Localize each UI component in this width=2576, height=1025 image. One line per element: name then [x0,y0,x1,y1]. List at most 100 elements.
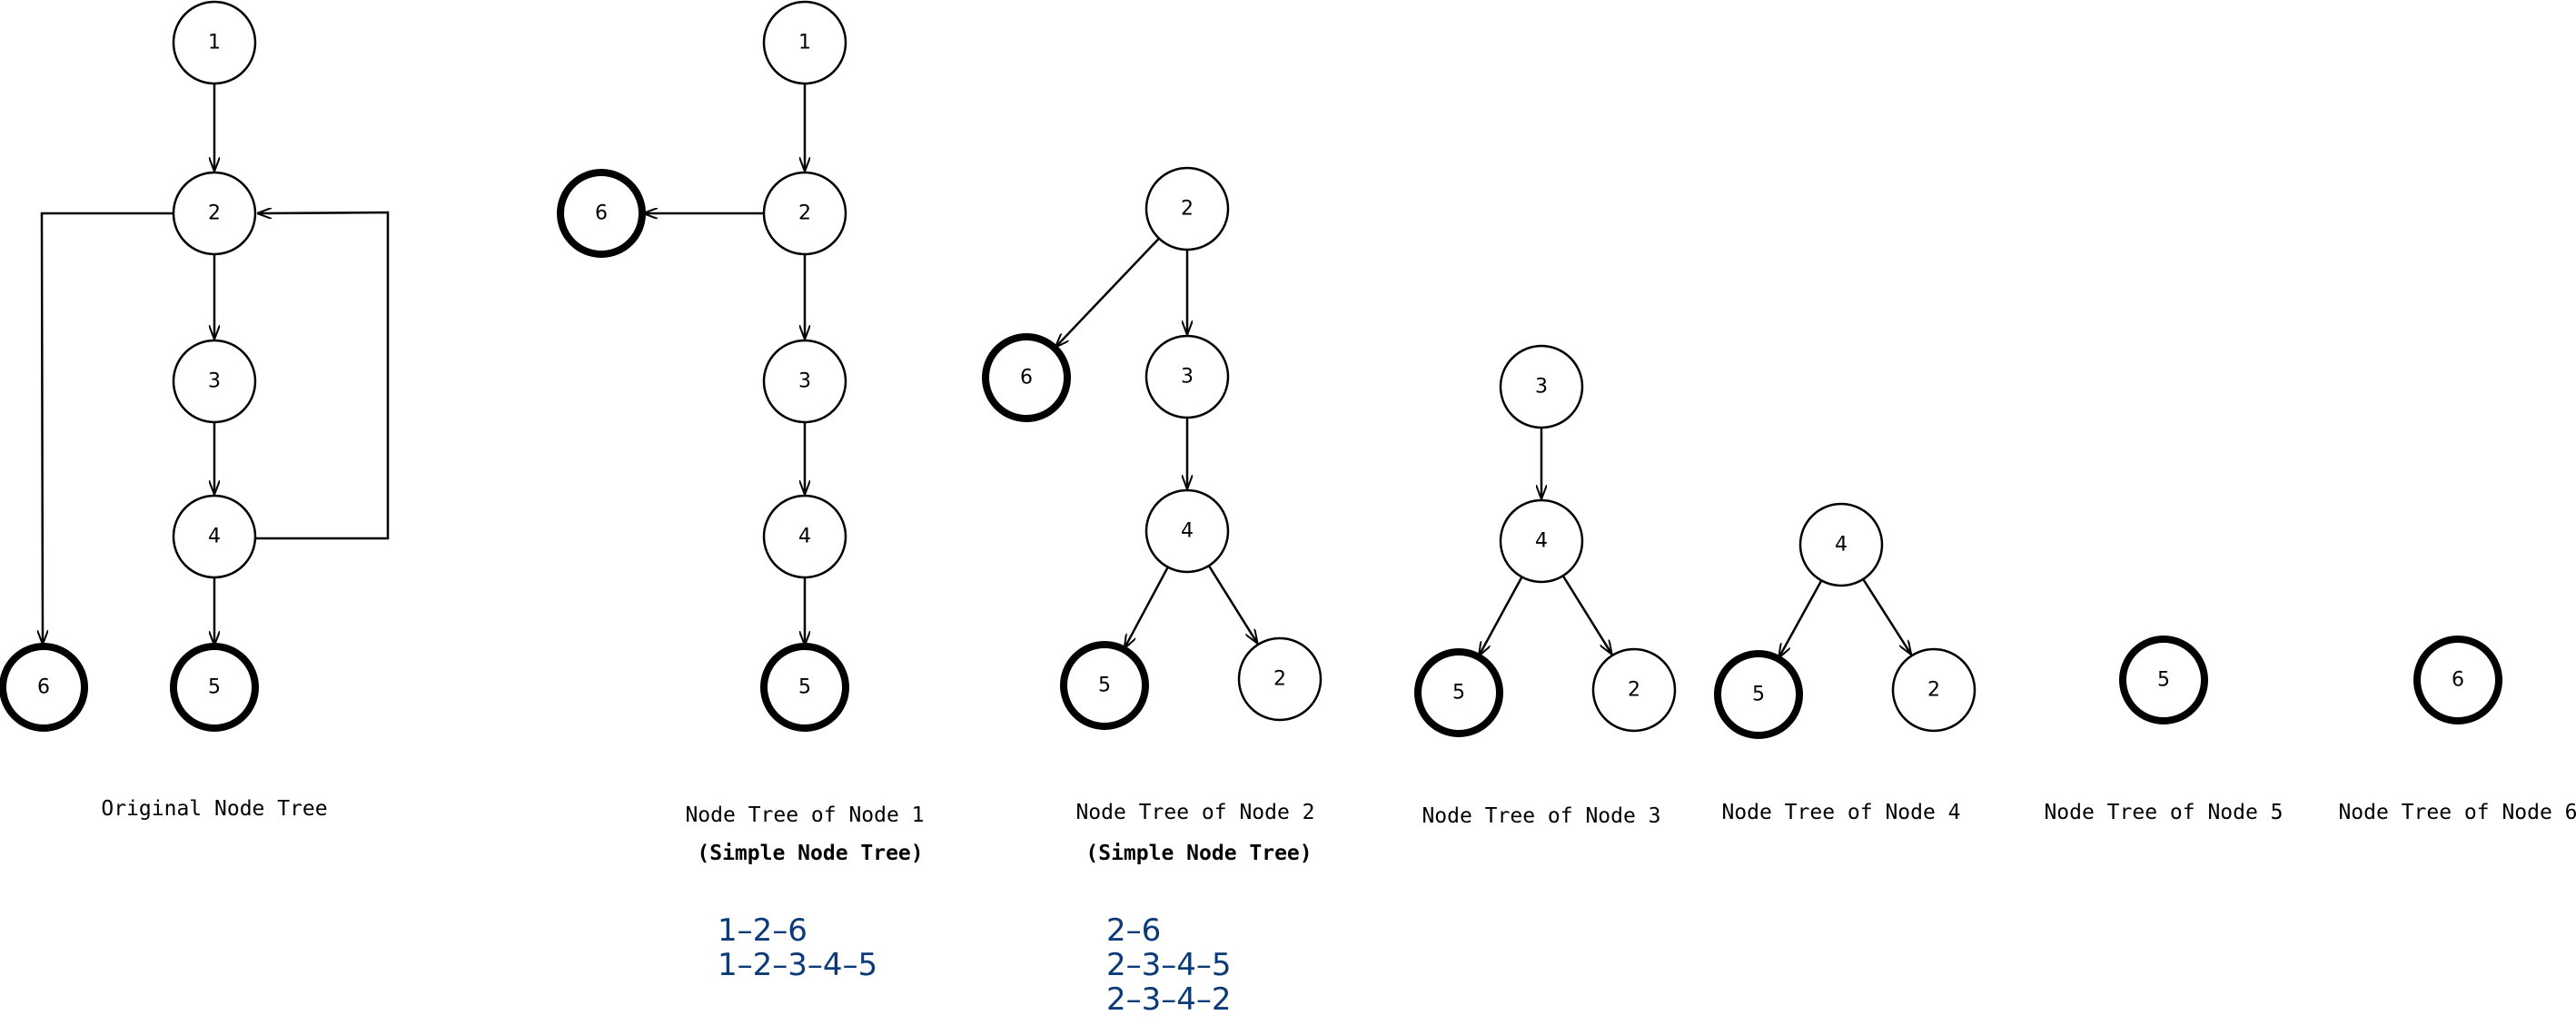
node-label: 2 [1181,198,1194,221]
node-label: 3 [1181,366,1194,389]
node-circle [1591,647,1677,733]
node-circle [1144,166,1230,251]
node-circle [172,339,257,424]
node-1: 1 [762,0,847,85]
node-circle [1714,650,1803,739]
node-6: 6 [2413,636,2502,724]
node-4: 4 [1798,502,1884,587]
edge-n4-to-n5 [1779,579,1823,656]
node-label: 3 [798,370,811,393]
node-circle [1237,636,1323,722]
edge-n2-to-n6 [1055,237,1160,347]
node-label: 4 [208,526,221,548]
path-listing: 2–3–4–5 [1106,947,1232,983]
node-circle [172,0,257,85]
node-label: 6 [37,676,50,699]
node-circle [1144,334,1230,419]
node-label: 5 [798,676,811,699]
node-circle [762,339,847,424]
node-circle [1060,641,1149,730]
edge-n4-to-n2 [255,212,390,540]
node-label: 5 [1098,675,1111,697]
node-label: 5 [2157,669,2170,692]
path-listing: 2–3–4–2 [1106,981,1232,1018]
node-3: 3 [762,339,847,424]
node-circle [0,643,88,732]
node-circle [2119,636,2208,724]
node-label: 1 [208,32,221,54]
node-5: 5 [170,643,259,732]
path-listing: 1–2–6 [718,912,807,949]
node-circle [762,171,847,256]
node-label: 6 [1020,367,1033,389]
node-label: 5 [1452,682,1465,705]
node-3: 3 [172,339,257,424]
node-1: 1 [172,0,257,85]
node-label: 4 [1535,530,1548,553]
node-5: 5 [760,643,849,732]
node-5: 5 [2119,636,2208,724]
node-3: 3 [1144,334,1230,419]
node-4: 4 [172,494,257,579]
node-label: 1 [798,32,811,54]
node-circle [1414,648,1503,737]
tree-caption: Node Tree of Node 3 [1422,804,1660,828]
path-listing: 1–2–3–4–5 [718,947,877,983]
node-circle [557,169,646,258]
tree-caption: Node Tree of Node 2 [1075,801,1314,824]
node-5: 5 [1414,648,1503,737]
node-6: 6 [982,333,1071,422]
node-label: 6 [2452,669,2464,692]
tree-subcaption: (Simple Node Tree) [1085,842,1312,865]
node-circle [172,494,257,579]
node-circle [762,494,847,579]
node-label: 2 [798,202,811,225]
node-circle [1891,647,1977,733]
node-2: 2 [762,171,847,256]
tree-caption: Node Tree of Node 4 [1721,801,1960,824]
node-label: 6 [595,202,608,225]
node-label: 2 [1628,679,1640,702]
node-6: 6 [557,169,646,258]
tree-caption: Node Tree of Node 5 [2044,801,2283,824]
node-2: 2 [1891,647,1977,733]
tree-subcaption: (Simple Node Tree) [697,842,923,865]
node-2: 2 [1237,636,1323,722]
node-label: 2 [208,202,221,225]
node-circle [760,643,849,732]
node-4: 4 [1144,488,1230,574]
node-label: 4 [1181,520,1194,543]
node-label: 2 [1273,668,1286,691]
tree-caption: Original Node Tree [101,797,327,821]
tree-caption: Node Tree of Node 1 [685,803,924,827]
edge-n4-to-n2 [1862,578,1911,654]
edge-n2-to-n6 [42,212,173,644]
node-label: 5 [1752,684,1765,706]
node-6: 6 [0,643,88,732]
edge-n4-to-n5 [1479,576,1523,655]
node-4: 4 [762,494,847,579]
node-3: 3 [1499,344,1584,429]
node-label: 3 [1535,376,1548,399]
node-5: 5 [1060,641,1149,730]
edge-n4-to-n2 [1561,575,1611,654]
node-5: 5 [1714,650,1803,739]
node-circle [172,171,257,256]
node-label: 4 [798,526,811,548]
node-label: 2 [1927,679,1940,702]
node-circle [170,643,259,732]
node-circle [982,333,1071,422]
node-2: 2 [1591,647,1677,733]
node-circle [1144,488,1230,574]
node-2: 2 [172,171,257,256]
node-label: 5 [208,676,221,699]
node-circle [2413,636,2502,724]
node-4: 4 [1499,498,1584,584]
node-2: 2 [1144,166,1230,251]
